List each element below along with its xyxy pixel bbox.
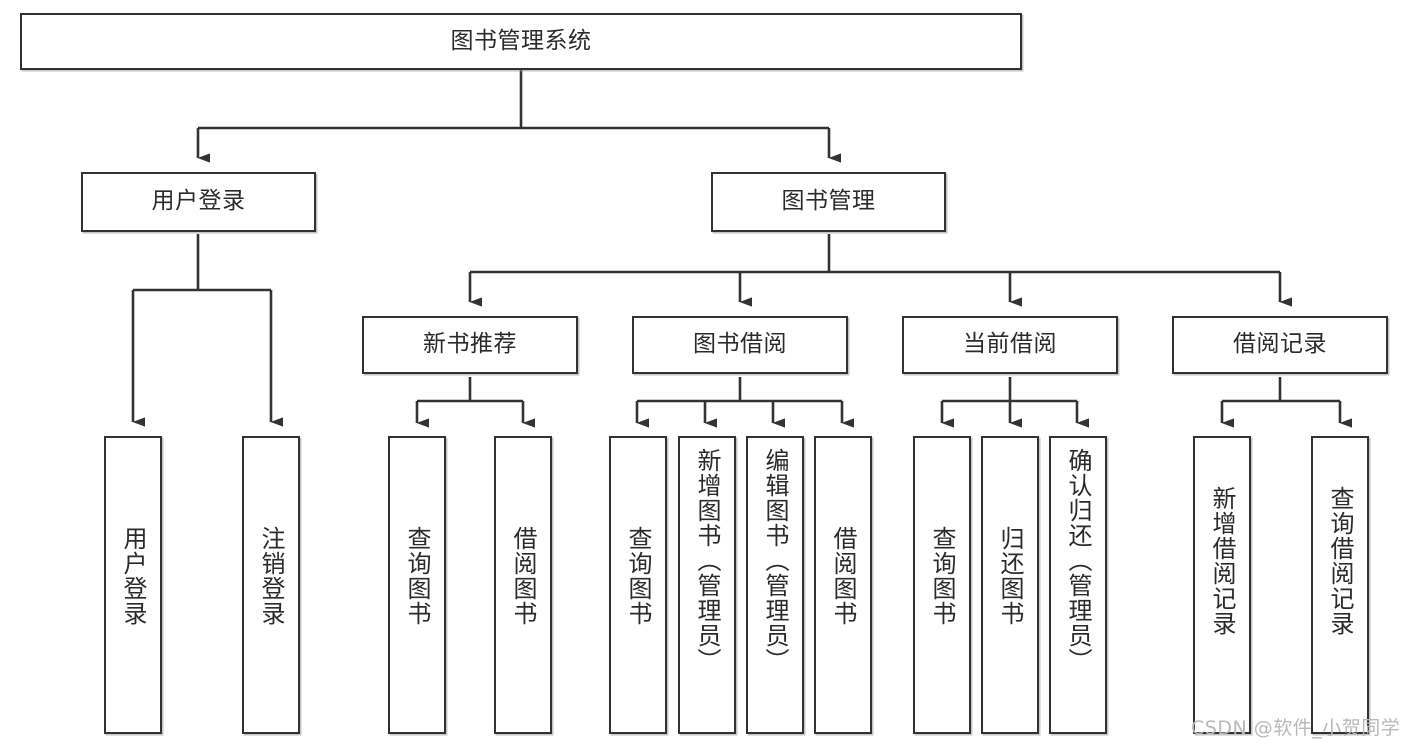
leaf-query-book-current[interactable]: 查询图书 xyxy=(913,436,971,734)
leaf-query-book-recommend-label: 查询图书 xyxy=(403,526,432,626)
leaf-logout[interactable]: 注销登录 xyxy=(242,436,300,734)
leaf-add-book-admin[interactable]: 新增图书（管理员） xyxy=(678,436,736,734)
leaf-user-login-label: 用户登录 xyxy=(119,526,148,626)
node-borrow-record-label: 借阅记录 xyxy=(1233,331,1327,358)
leaf-add-borrow-record-label: 新增借阅记录 xyxy=(1208,486,1237,636)
node-book-borrow[interactable]: 图书借阅 xyxy=(632,316,848,374)
leaf-query-borrow-record-label: 查询借阅记录 xyxy=(1326,486,1355,636)
leaf-query-book-borrow[interactable]: 查询图书 xyxy=(609,436,667,734)
leaf-query-book-recommend[interactable]: 查询图书 xyxy=(388,436,446,734)
leaf-confirm-return-admin-label: 确认归还（管理员） xyxy=(1064,448,1093,673)
leaf-borrow-book[interactable]: 借阅图书 xyxy=(814,436,872,734)
leaf-confirm-return-admin[interactable]: 确认归还（管理员） xyxy=(1049,436,1107,734)
leaf-borrow-book-label: 借阅图书 xyxy=(829,526,858,626)
leaf-query-book-current-label: 查询图书 xyxy=(928,526,957,626)
leaf-query-book-borrow-label: 查询图书 xyxy=(624,526,653,626)
node-user-login[interactable]: 用户登录 xyxy=(81,172,316,232)
leaf-edit-book-admin-label: 编辑图书（管理员） xyxy=(761,448,790,673)
leaf-edit-book-admin[interactable]: 编辑图书（管理员） xyxy=(746,436,804,734)
node-new-book-recommend[interactable]: 新书推荐 xyxy=(362,316,578,374)
node-book-borrow-label: 图书借阅 xyxy=(693,331,787,358)
node-book-management[interactable]: 图书管理 xyxy=(711,172,946,232)
node-current-borrow[interactable]: 当前借阅 xyxy=(902,316,1118,374)
node-root[interactable]: 图书管理系统 xyxy=(20,13,1022,70)
leaf-return-book[interactable]: 归还图书 xyxy=(981,436,1039,734)
leaf-query-borrow-record[interactable]: 查询借阅记录 xyxy=(1311,436,1369,734)
leaf-add-book-admin-label: 新增图书（管理员） xyxy=(693,448,722,673)
node-book-management-label: 图书管理 xyxy=(781,188,876,215)
csdn-watermark: CSDN @软件_小贺同学 xyxy=(1191,717,1401,739)
leaf-borrow-book-recommend[interactable]: 借阅图书 xyxy=(494,436,552,734)
leaf-return-book-label: 归还图书 xyxy=(996,526,1025,626)
node-user-login-label: 用户登录 xyxy=(151,188,246,215)
leaf-borrow-book-recommend-label: 借阅图书 xyxy=(509,526,538,626)
leaf-logout-label: 注销登录 xyxy=(257,526,286,626)
leaf-user-login[interactable]: 用户登录 xyxy=(104,436,162,734)
node-current-borrow-label: 当前借阅 xyxy=(963,331,1057,358)
node-root-label: 图书管理系统 xyxy=(450,27,592,54)
node-new-book-recommend-label: 新书推荐 xyxy=(423,331,517,358)
leaf-add-borrow-record[interactable]: 新增借阅记录 xyxy=(1193,436,1251,734)
node-borrow-record[interactable]: 借阅记录 xyxy=(1172,316,1388,374)
